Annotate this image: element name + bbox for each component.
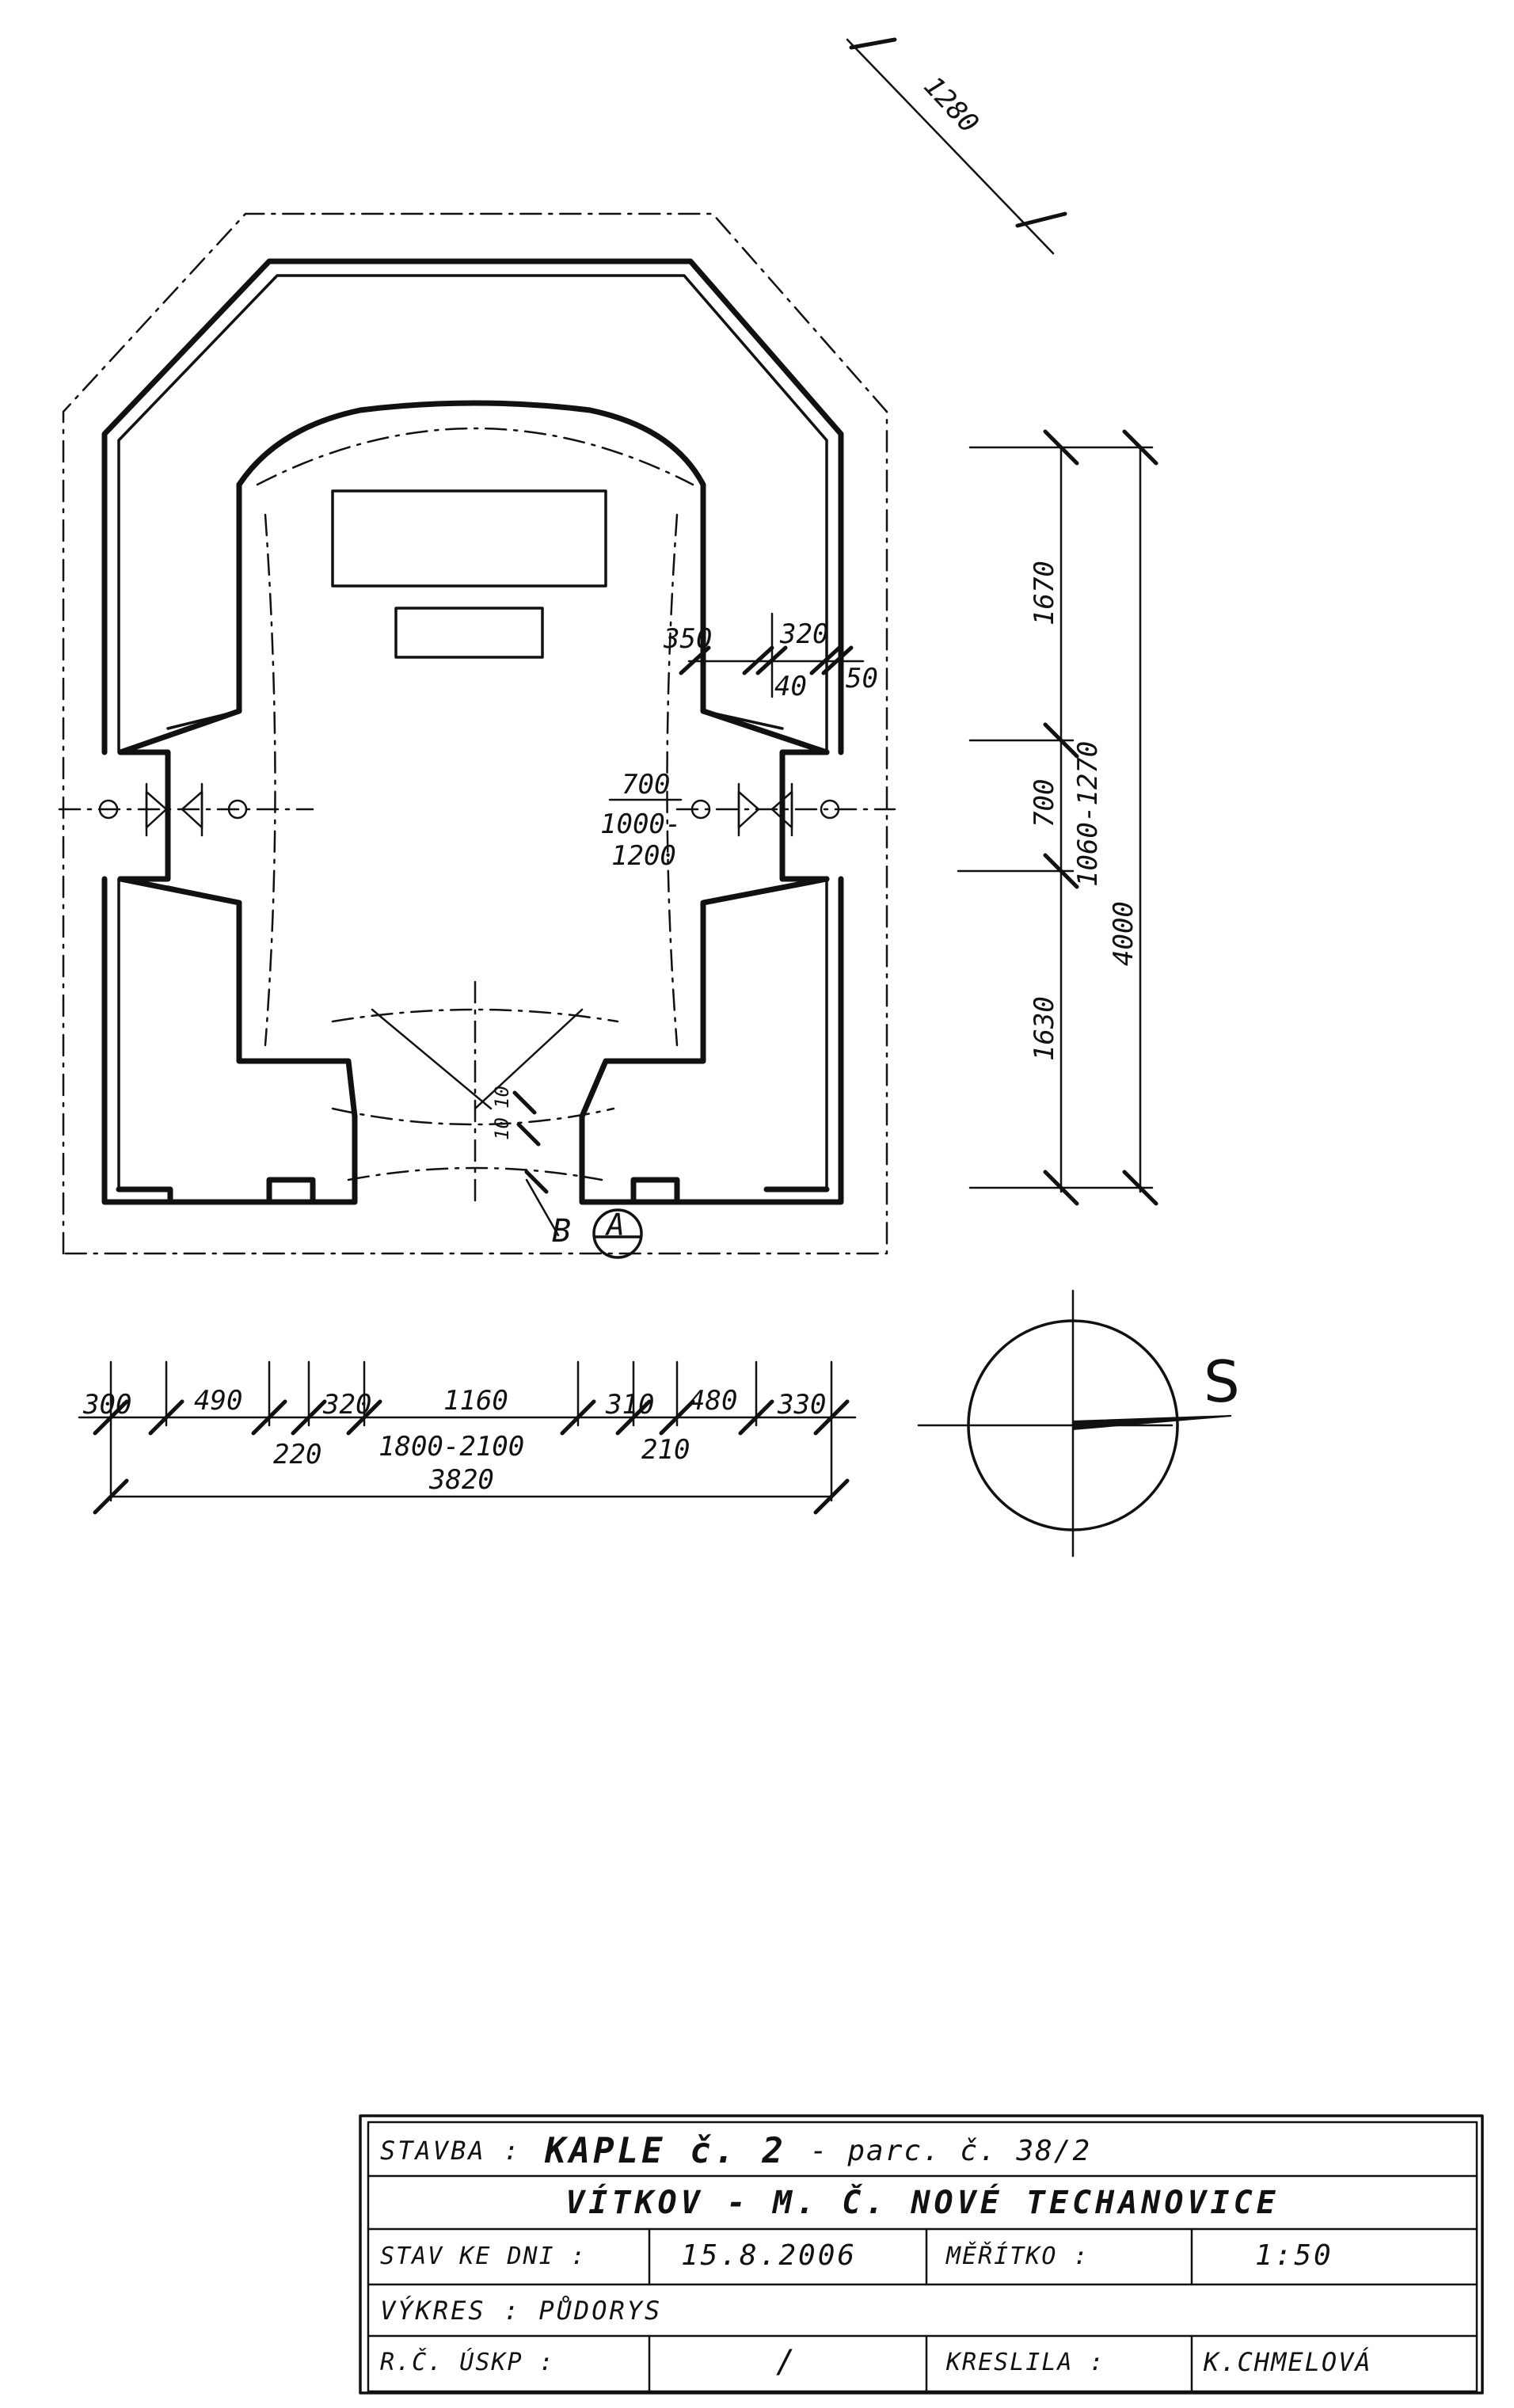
section-marker-circle: [592, 1208, 643, 1259]
right-dimensions: 1670 700 1630 1060-1270 4000: [957, 429, 1158, 1206]
dim-320-bottom: 320: [322, 1389, 371, 1421]
drawn-by-label: KRESLILA :: [946, 2349, 1105, 2376]
dim-1630: 1630: [1029, 996, 1060, 1061]
parcel-value: - parc. č. 38/2: [810, 2134, 1092, 2167]
bottom-dimensions: 300 490 320 1160 310 480 330 220 1800-21…: [78, 1360, 857, 1515]
dim-480: 480: [689, 1385, 737, 1417]
title-row-4: VÝKRES : PŮDORYS: [380, 2288, 1465, 2333]
dim-700-inner: 700: [622, 769, 670, 801]
dim-1200: 1200: [611, 840, 676, 872]
title-row-2: VÍTKOV - M. Č. NOVÉ TECHANOVICE: [380, 2181, 1465, 2225]
stavba-value: KAPLE č. 2: [545, 2130, 787, 2171]
dim-50: 50: [846, 663, 878, 694]
dim-1280: 1280: [917, 70, 984, 139]
dim-4000: 4000: [1108, 901, 1139, 966]
uskp-label: R.Č. ÚSKP :: [380, 2349, 555, 2376]
drawing-type: VÝKRES : PŮDORYS: [380, 2296, 663, 2326]
title-block: [359, 2114, 1484, 2395]
diagonal-dimension: 1280: [846, 37, 1067, 255]
section-a-label: A: [605, 1208, 625, 1242]
dim-700-right: 700: [1029, 779, 1060, 827]
dim-40: 40: [774, 671, 807, 702]
scale-label: MĚŘÍTKO :: [946, 2243, 1090, 2270]
dim-350: 350: [663, 623, 712, 655]
dim-1670: 1670: [1029, 561, 1060, 626]
dim-320-inner: 320: [779, 618, 828, 650]
dim-1160: 1160: [443, 1385, 508, 1417]
state-date-label: STAV KE DNI :: [380, 2243, 587, 2270]
location-value: VÍTKOV - M. Č. NOVÉ TECHANOVICE: [565, 2185, 1280, 2221]
dim-210: 210: [641, 1434, 690, 1466]
dim-330: 330: [777, 1389, 826, 1421]
inner-nave: [117, 400, 830, 1151]
title-row-3: STAV KE DNI : 15.8.2006 MĚŘÍTKO : 1:50: [380, 2235, 1465, 2281]
exterior-wall: [101, 258, 844, 1205]
entrance: 10 10 B A: [331, 980, 643, 1259]
dim-1060-1270: 1060-1270: [1072, 741, 1104, 887]
dim-300: 300: [82, 1389, 131, 1421]
section-b-label: B: [552, 1213, 571, 1250]
dim-310: 310: [605, 1389, 654, 1421]
inner-dimensions: 350 320 40 50 700 1000- 1200: [600, 612, 878, 872]
marker-10a: 10: [491, 1086, 513, 1109]
right-opening: [675, 782, 896, 837]
dim-1000: 1000-: [600, 808, 681, 840]
left-opening: [58, 782, 314, 837]
marker-10b: 10: [491, 1117, 513, 1140]
outer-boundary: [62, 212, 888, 1255]
drawn-by-value: K.CHMELOVÁ: [1204, 2347, 1372, 2377]
dim-1800-2100: 1800-2100: [378, 1431, 524, 1463]
title-row-1: STAVBA : KAPLE č. 2 - parc. č. 38/2: [380, 2128, 1465, 2173]
dim-490: 490: [194, 1385, 242, 1417]
title-row-5: R.Č. ÚSKP : / KRESLILA : K.CHMELOVÁ: [380, 2341, 1465, 2387]
north-arrow: S: [917, 1289, 1240, 1558]
dim-3820: 3820: [428, 1464, 494, 1496]
dim-220: 220: [273, 1439, 321, 1470]
north-label: S: [1204, 1349, 1240, 1415]
stavba-label: STAVBA :: [380, 2136, 522, 2166]
scale-value: 1:50: [1255, 2239, 1333, 2272]
state-date-value: 15.8.2006: [681, 2239, 858, 2272]
uskp-value: /: [776, 2344, 796, 2380]
